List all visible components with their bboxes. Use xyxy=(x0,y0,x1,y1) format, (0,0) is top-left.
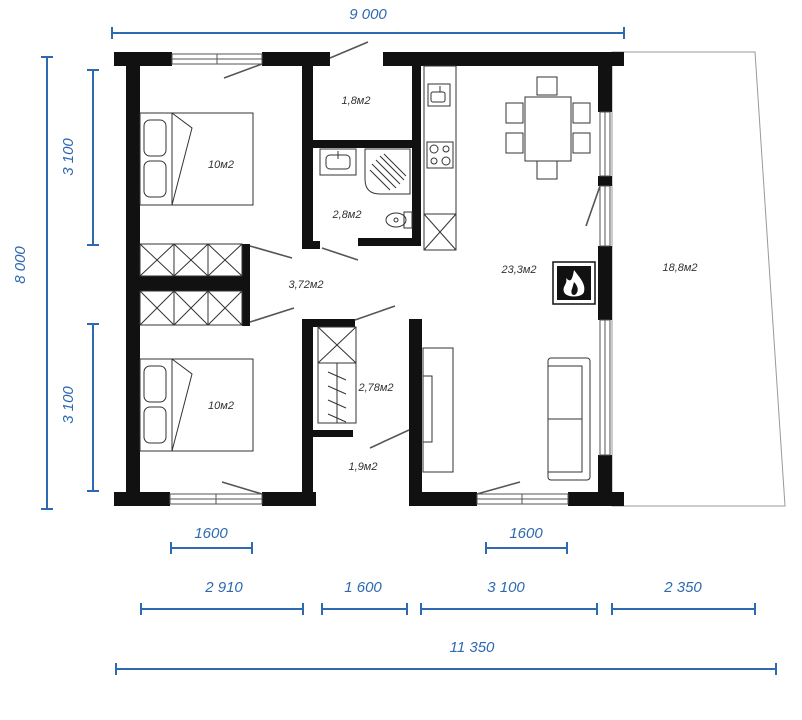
room-area-living-kitchen: 23,3м2 xyxy=(500,264,536,276)
sofa-icon xyxy=(547,357,591,481)
tv-stand-icon xyxy=(422,347,454,473)
room-area-entry: 1,9м2 xyxy=(349,461,378,473)
terrace xyxy=(611,51,786,507)
room-area-bedroom-top: 10м2 xyxy=(208,159,234,171)
fireplace-icon xyxy=(552,261,596,305)
door-swing-icon xyxy=(369,429,410,449)
window-icon xyxy=(599,185,611,247)
dim-left-lower: 3 100 xyxy=(60,386,77,424)
room-area-bedroom-bottom: 10м2 xyxy=(208,400,234,412)
dim-bottom-total: 11 350 xyxy=(450,639,495,656)
toilet-icon xyxy=(385,211,413,229)
door-swing-icon xyxy=(249,245,293,259)
wardrobe-icon xyxy=(139,243,243,277)
bed-icon xyxy=(139,358,254,452)
dimension-lines xyxy=(41,27,777,675)
dim-bottom-2: 1 600 xyxy=(344,579,382,596)
sink-icon xyxy=(319,148,357,176)
wardrobe-icon xyxy=(139,290,243,326)
dim-left-total: 8 000 xyxy=(12,246,29,284)
room-area-hallway: 3,72м2 xyxy=(288,279,323,291)
window-icon xyxy=(171,53,263,65)
dim-top-total: 9 000 xyxy=(349,6,387,23)
bed-icon xyxy=(139,112,254,206)
window-icon xyxy=(599,111,611,177)
window-icon xyxy=(169,493,263,505)
kitchen-counter xyxy=(423,65,457,251)
door-swings xyxy=(221,41,601,495)
walls xyxy=(114,52,624,506)
room-area-bathroom: 2,8м2 xyxy=(332,209,362,221)
door-swing-icon xyxy=(476,481,521,495)
window-icon xyxy=(476,493,569,505)
windows xyxy=(169,53,611,505)
dim-bottom-4: 2 350 xyxy=(663,579,702,596)
dining-table-icon xyxy=(505,76,591,180)
dim-window-lower: 1600 xyxy=(509,525,543,542)
door-swing-icon xyxy=(221,481,263,495)
sink-icon xyxy=(427,83,451,107)
door-swing-icon xyxy=(354,305,396,321)
dim-bottom-3: 3 100 xyxy=(487,579,525,596)
dim-window-upper: 1600 xyxy=(194,525,228,542)
door-swing-icon xyxy=(249,307,295,323)
dim-bottom-1: 2 910 xyxy=(204,579,243,596)
door-swing-icon xyxy=(585,185,601,227)
storage-cabinet-icon xyxy=(317,326,357,424)
window-icon xyxy=(599,319,611,456)
dim-left-upper: 3 100 xyxy=(60,138,77,176)
room-area-vestibule: 1,8м2 xyxy=(342,95,371,107)
door-swing-icon xyxy=(329,41,369,59)
door-swing-icon xyxy=(223,63,263,79)
stove-icon xyxy=(426,141,454,169)
room-area-storage: 2,78м2 xyxy=(357,382,393,394)
room-area-terrace: 18,8м2 xyxy=(662,262,697,274)
door-swing-icon xyxy=(321,247,359,261)
shower-icon xyxy=(364,148,411,195)
